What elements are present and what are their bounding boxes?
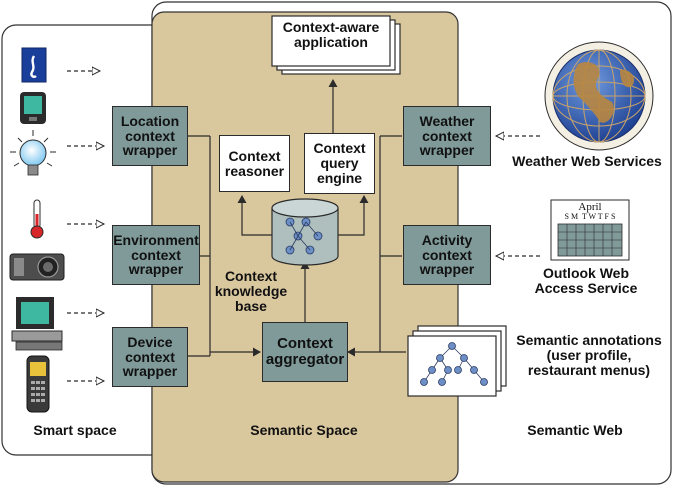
- environment-context-wrapper: Environment context wrapper: [112, 225, 200, 285]
- activity-context-wrapper: Activity context wrapper: [403, 225, 491, 285]
- context-reasoner: Context reasoner: [219, 135, 290, 192]
- context-aggregator: Context aggregator: [262, 322, 348, 382]
- projector-icon: [9, 253, 65, 281]
- mobile-phone-icon: [26, 355, 50, 413]
- outlook-web-access-label: Outlook Web Access Service: [534, 265, 638, 297]
- application-stack: [271, 15, 401, 75]
- computer-icon: [11, 297, 63, 351]
- light-bulb-icon: [10, 130, 56, 176]
- weather-web-services-label: Weather Web Services: [512, 153, 662, 169]
- pda-icon: [20, 92, 46, 124]
- calendar-month-label: April: [578, 201, 602, 213]
- smart-space-label: Smart space: [33, 422, 117, 438]
- device-arrows: [67, 71, 540, 381]
- calendar-icon: [550, 199, 630, 261]
- context-knowledge-base-label: Context knowledge base: [214, 268, 288, 315]
- weather-context-wrapper: Weather context wrapper: [403, 106, 491, 166]
- calendar-days-label: S M T W T F S: [564, 212, 616, 221]
- annotation-documents-icon: [407, 325, 507, 397]
- context-aware-application-label: Context-aware application: [282, 19, 380, 51]
- globe-icon: [544, 41, 654, 151]
- semantic-web-label: Semantic Web: [527, 422, 623, 438]
- database-icon: [271, 198, 339, 266]
- internal-wiring: [188, 79, 406, 357]
- context-query-engine: Context query engine: [304, 133, 375, 194]
- location-context-wrapper: Location context wrapper: [112, 106, 188, 166]
- semantic-annotations-label: Semantic annotations (user profile, rest…: [516, 332, 662, 379]
- device-context-wrapper: Device context wrapper: [112, 327, 188, 387]
- semantic-space-label: Semantic Space: [250, 422, 358, 438]
- badge-icon: [21, 47, 47, 83]
- thermometer-icon: [30, 199, 44, 239]
